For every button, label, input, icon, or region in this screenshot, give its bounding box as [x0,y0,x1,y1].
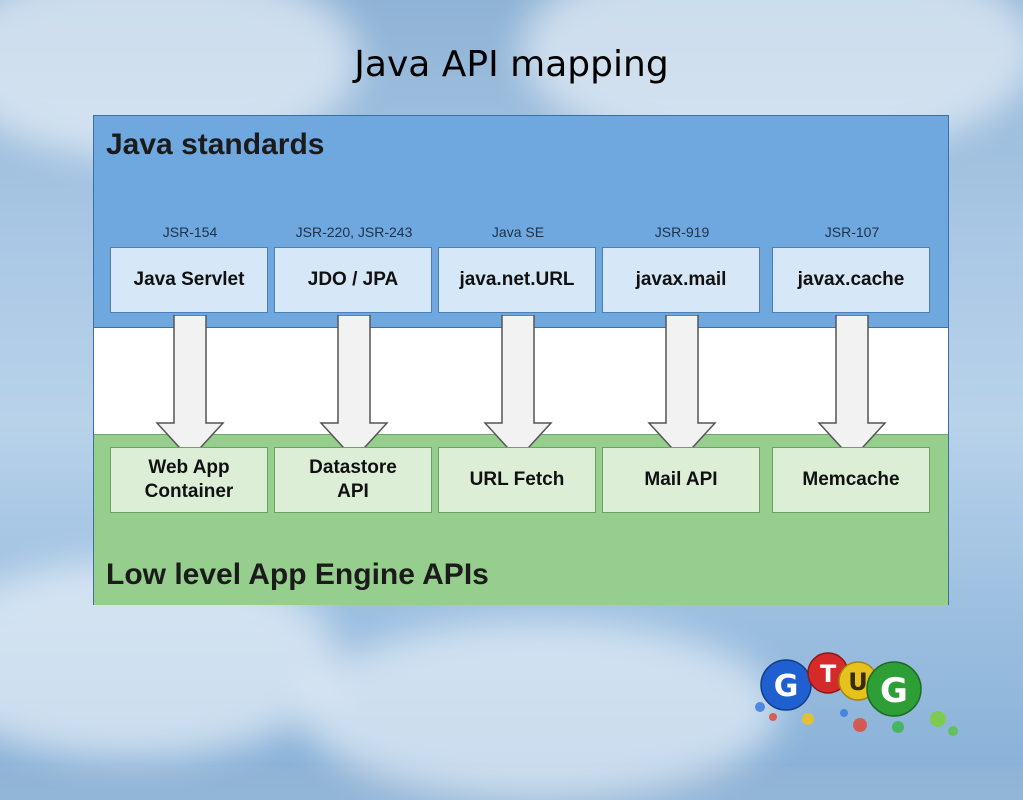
mapping-arrow [155,315,225,461]
logo-letter: U [848,668,868,696]
mapping-arrow [319,315,389,461]
standard-box: JDO / JPA [274,247,432,313]
logo-letter: G [880,671,908,711]
api-mapping-diagram: Java standards Low level App Engine APIs… [93,115,949,605]
app-engine-api-box: Datastore API [274,447,432,513]
mapping-arrow [647,315,717,461]
app-engine-api-box: Mail API [602,447,760,513]
mapping-arrow [483,315,553,461]
standard-box: javax.mail [602,247,760,313]
java-standards-title: Java standards [106,128,325,161]
spec-label: JSR-220, JSR-243 [295,224,413,240]
gtug-logo: G T U G [755,652,958,736]
logo-ball [760,659,812,711]
mapping-arrow [817,315,887,461]
spec-label: JSR-919 [654,224,710,240]
slide-title: Java API mapping [354,44,669,85]
app-engine-api-box: URL Fetch [438,447,596,513]
low-level-apis-title: Low level App Engine APIs [106,558,489,591]
app-engine-api-box: Memcache [772,447,930,513]
standard-box: Java Servlet [110,247,268,313]
spec-label: JSR-107 [824,224,880,240]
standard-box: javax.cache [772,247,930,313]
logo-ball [866,661,922,717]
logo-letter: G [774,669,799,704]
standard-box: java.net.URL [438,247,596,313]
app-engine-api-box: Web App Container [110,447,268,513]
spec-label: Java SE [491,224,545,240]
logo-letter: T [820,660,837,688]
spec-label: JSR-154 [162,224,218,240]
